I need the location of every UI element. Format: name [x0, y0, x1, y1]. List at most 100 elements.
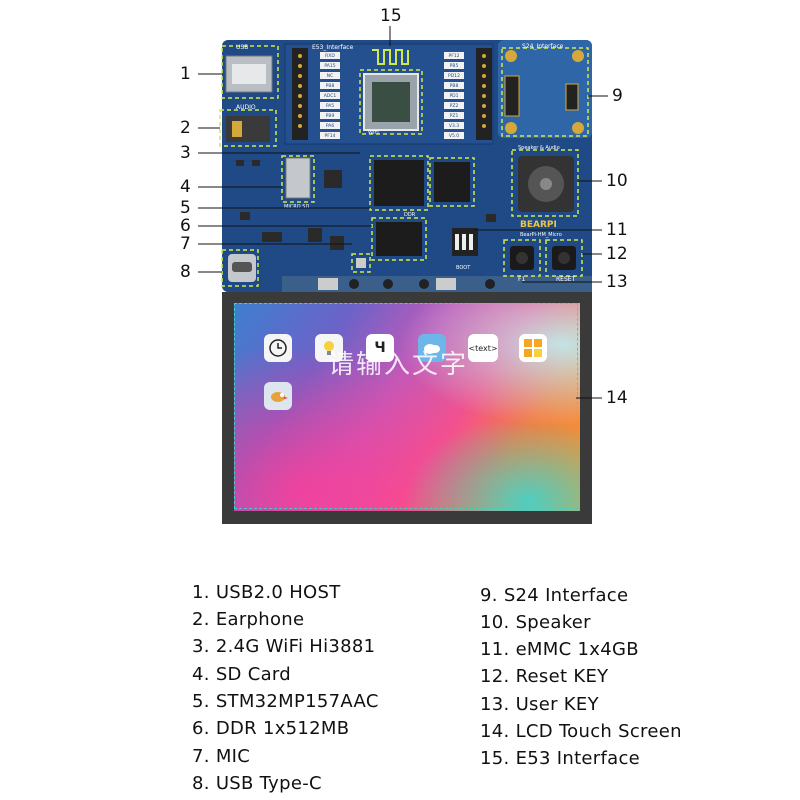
legend-number: 8. [192, 773, 210, 794]
pin-label: PD12 [448, 74, 460, 79]
label-bearpi-sub: BearPi-HM_Micro [520, 232, 562, 238]
label-boot: BOOT [456, 265, 471, 271]
legend-number: 6. [192, 718, 210, 739]
legend-item: 13. User KEY [480, 694, 599, 715]
pin-labels-right: PF12 PB5 PD12 PB8 PD1 PZ2 PZ1 V3.3 V5.0 [444, 52, 464, 142]
callout-8: 8 [180, 262, 191, 282]
lcd-callout-box [234, 303, 578, 509]
bulb-icon[interactable] [315, 334, 343, 362]
label-usb: USB [236, 44, 249, 51]
pin-label: RXD [325, 54, 335, 59]
legend-number: 3. [192, 636, 210, 657]
pin-label: PB9 [325, 114, 335, 119]
legend-item: 9. S24 Interface [480, 585, 628, 606]
s24-panel [498, 40, 592, 138]
callout-4: 4 [180, 177, 191, 197]
legend-item: 2. Earphone [192, 609, 304, 630]
legend-label: SD Card [215, 664, 292, 685]
legend-number: 2. [192, 609, 210, 630]
legend-item: 5. STM32MP157AAC [192, 691, 379, 712]
legend-number: 10. [480, 612, 510, 633]
legend-label: Speaker [515, 612, 591, 633]
callout-6: 6 [180, 216, 191, 236]
legend-label: E53 Interface [515, 748, 641, 769]
h-icon-label: Ч [374, 340, 386, 356]
callout-10: 10 [606, 171, 628, 191]
text-icon-label: <text> [468, 343, 498, 353]
legend-item: 4. SD Card [192, 664, 291, 685]
callout-1: 1 [180, 64, 191, 84]
legend-label: USB Type-C [215, 773, 322, 794]
legend-number: 9. [480, 585, 498, 606]
legend-label: USB2.0 HOST [215, 582, 341, 603]
legend-label: eMMC 1x4GB [515, 639, 639, 660]
pin-label: PD1 [449, 94, 459, 99]
legend-item: 3. 2.4G WiFi Hi3881 [192, 636, 375, 657]
pin-label: PA5 [325, 104, 335, 109]
pin-label: NC [326, 74, 334, 79]
clock-icon[interactable] [264, 334, 292, 362]
label-audio: AUDIO [236, 104, 256, 111]
pin-label: PB8 [449, 84, 459, 89]
callout-3: 3 [180, 143, 191, 163]
legend-number: 15. [480, 748, 510, 769]
label-e53: E53_Interface [312, 44, 354, 51]
label-speaker-audio: Speaker & Audio [518, 145, 560, 151]
label-micro-sd: MICRO SD [284, 204, 310, 210]
pin-label: PB5 [449, 64, 459, 69]
legend-number: 14. [480, 721, 510, 742]
legend-label: LCD Touch Screen [515, 721, 682, 742]
legend-number: 4. [192, 664, 210, 685]
legend-item: 6. DDR 1x512MB [192, 718, 349, 739]
legend-label: Earphone [215, 609, 305, 630]
pin-label: PA15 [324, 64, 336, 69]
legend-item: 10. Speaker [480, 612, 591, 633]
legend-label: 2.4G WiFi Hi3881 [215, 636, 376, 657]
pin-label: V5.0 [448, 134, 460, 139]
label-s24: S24_Interface [522, 43, 564, 50]
label-ddr: DDR [404, 212, 416, 218]
legend-label: STM32MP157AAC [215, 691, 379, 712]
legend-number: 11. [480, 639, 510, 660]
calculator-icon[interactable] [519, 334, 547, 362]
bird-icon[interactable] [264, 382, 292, 410]
callout-2: 2 [180, 118, 191, 138]
pin-label: PB8 [325, 84, 335, 89]
pin-label: PZ1 [449, 114, 459, 119]
legend-label: S24 Interface [503, 585, 629, 606]
legend-item: 11. eMMC 1x4GB [480, 639, 639, 660]
pin-label: PF14 [324, 134, 336, 139]
label-bearpi: BEARPI [520, 220, 557, 230]
callout-14: 14 [606, 388, 628, 408]
legend-item: 1. USB2.0 HOST [192, 582, 341, 603]
legend-number: 7. [192, 746, 210, 767]
cloud-icon[interactable] [418, 334, 446, 362]
legend-item: 12. Reset KEY [480, 666, 608, 687]
callout-11: 11 [606, 220, 628, 240]
pin-label: PF12 [448, 54, 460, 59]
label-f1: F1 [518, 276, 526, 283]
legend-item: 8. USB Type-C [192, 773, 322, 794]
legend-label: Reset KEY [515, 666, 609, 687]
legend-item: 15. E53 Interface [480, 748, 640, 769]
h-icon[interactable]: Ч [366, 334, 394, 362]
legend-item: 14. LCD Touch Screen [480, 721, 682, 742]
legend-number: 13. [480, 694, 510, 715]
callout-9: 9 [612, 86, 623, 106]
text-icon[interactable]: <text> [468, 334, 498, 362]
callout-15: 15 [380, 6, 402, 26]
pin-label: ADC1 [323, 94, 337, 99]
pin-label: V3.3 [448, 124, 460, 129]
screen-watermark: 请输入文字 [328, 350, 469, 380]
pin-labels-left: RXD PA15 NC PB8 ADC1 PA5 PB9 PA6 PF14 [320, 52, 340, 142]
callout-5: 5 [180, 198, 191, 218]
legend-number: 12. [480, 666, 510, 687]
pin-label: PA6 [325, 124, 335, 129]
legend-label: DDR 1x512MB [215, 718, 350, 739]
legend-label: User KEY [515, 694, 599, 715]
legend-number: 5. [192, 691, 210, 712]
label-wifi: WIFI [368, 130, 379, 136]
callout-13: 13 [606, 272, 628, 292]
legend-item: 7. MIC [192, 746, 250, 767]
legend-number: 1. [192, 582, 210, 603]
